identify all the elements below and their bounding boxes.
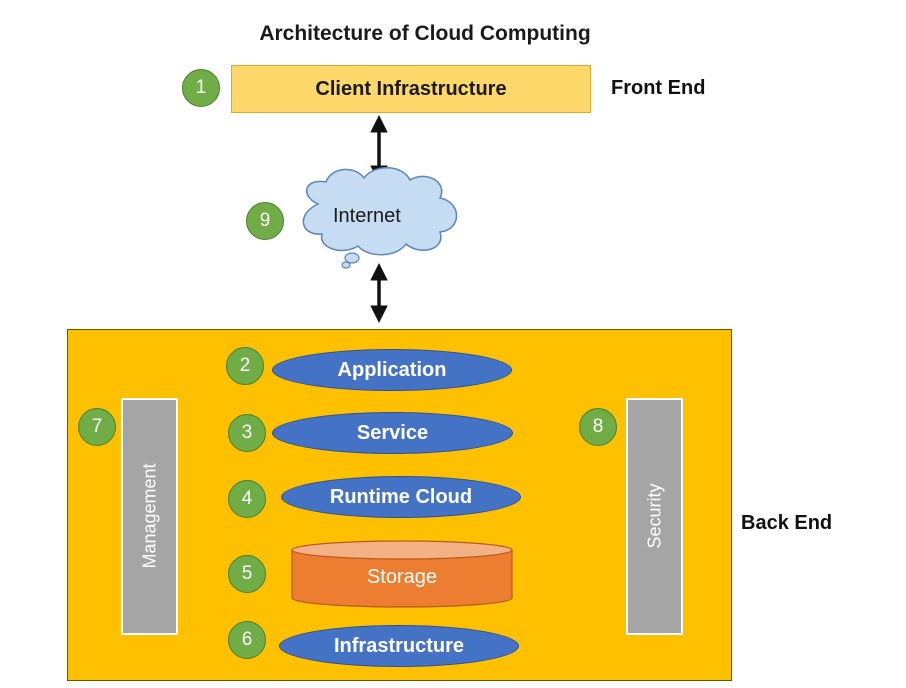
client-infrastructure-label: Client Infrastructure xyxy=(315,77,507,100)
badge-7: 7 xyxy=(78,408,116,446)
front-end-label: Front End xyxy=(611,77,706,99)
badge-1: 1 xyxy=(182,69,220,107)
badge-5: 5 xyxy=(228,555,266,593)
layer-service: Service xyxy=(272,412,513,454)
security-bar xyxy=(626,398,683,635)
diagram-title: Architecture of Cloud Computing xyxy=(259,22,591,45)
layer-service-label: Service xyxy=(356,421,429,444)
client-infrastructure-box: Client Infrastructure xyxy=(231,65,591,113)
layer-application-label: Application xyxy=(337,358,447,381)
badge-9: 9 xyxy=(246,202,284,240)
layer-storage-label: Storage xyxy=(366,566,438,588)
badge-2: 2 xyxy=(226,347,264,385)
layer-runtime-cloud: Runtime Cloud xyxy=(281,476,521,518)
layer-infrastructure-label: Infrastructure xyxy=(333,634,465,657)
layer-infrastructure: Infrastructure xyxy=(279,625,519,667)
layer-application: Application xyxy=(272,349,512,391)
cloud-icon xyxy=(302,167,458,269)
internet-label: Internet xyxy=(333,205,401,227)
back-end-label: Back End xyxy=(741,512,833,534)
badge-4: 4 xyxy=(228,480,266,518)
management-bar xyxy=(121,398,178,635)
badge-3: 3 xyxy=(228,414,266,452)
badge-8: 8 xyxy=(579,408,617,446)
layer-runtime-cloud-label: Runtime Cloud xyxy=(329,485,473,508)
badge-6: 6 xyxy=(228,621,266,659)
